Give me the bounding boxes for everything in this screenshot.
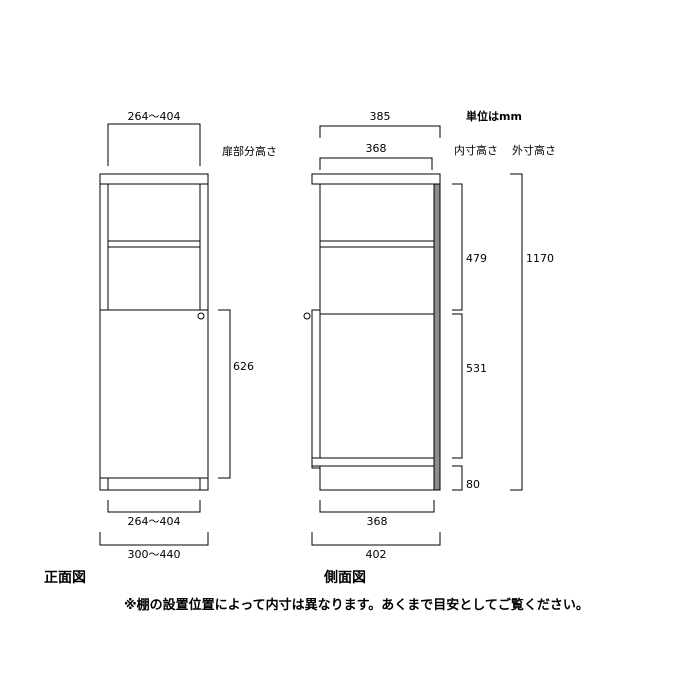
side-lower-height-bracket xyxy=(452,313,463,459)
front-inner-width-bracket xyxy=(107,500,201,513)
side-lower-inner-height: 531 xyxy=(466,362,487,375)
note-text: ※棚の設置位置によって内寸は異なります。あくまで目安としてご覧ください。 xyxy=(124,597,589,613)
side-view: 単位はmm 385 368 内寸高さ 外寸高さ 479 531 80 xyxy=(303,109,556,586)
side-bottom-outer-bracket xyxy=(311,532,441,546)
side-base-height-bracket xyxy=(452,465,463,491)
front-door-height-bracket xyxy=(218,309,231,479)
front-top-width: 264〜404 xyxy=(128,110,181,123)
side-shelf xyxy=(319,240,435,248)
side-upper-height-bracket xyxy=(452,183,463,311)
inner-height-label: 内寸高さ xyxy=(454,143,498,157)
side-bottom-inner-depth: 368 xyxy=(367,515,388,528)
side-top-board xyxy=(311,173,441,185)
side-top-outer-depth: 385 xyxy=(370,110,391,123)
side-view-title: 側面図 xyxy=(323,569,366,586)
front-top-board xyxy=(99,173,209,185)
side-bottom-outer-depth: 402 xyxy=(366,548,387,561)
side-bottom-board xyxy=(311,457,435,467)
side-top-outer-bracket xyxy=(319,125,441,138)
front-view-title: 正面図 xyxy=(44,570,86,586)
front-outer-width: 300〜440 xyxy=(128,548,181,561)
side-lower-interior xyxy=(319,313,435,459)
outer-height-label: 外寸高さ xyxy=(512,143,556,157)
side-total-height-bracket xyxy=(510,173,523,491)
side-back-panel xyxy=(433,183,441,491)
side-top-inner-depth: 368 xyxy=(366,142,387,155)
side-top-inner-bracket xyxy=(319,157,433,170)
unit-label: 単位はmm xyxy=(466,109,522,123)
front-top-width-bracket xyxy=(107,123,201,166)
front-shelf xyxy=(107,240,201,248)
side-base-height: 80 xyxy=(466,478,480,491)
side-upper-inner-height: 479 xyxy=(466,252,487,265)
side-bottom-inner-bracket xyxy=(319,500,435,513)
door-height-label: 扉部分高さ xyxy=(222,144,277,158)
front-door xyxy=(99,309,209,479)
front-inner-width: 264〜404 xyxy=(128,515,181,528)
side-door-knob-icon xyxy=(303,312,311,320)
front-view: 264〜404 扉部分高さ 626 264〜404 300〜440 正面図 xyxy=(44,110,277,586)
front-door-height: 626 xyxy=(233,360,254,373)
side-total-height: 1170 xyxy=(526,252,554,265)
front-outer-width-bracket xyxy=(99,532,209,546)
front-door-knob-icon xyxy=(197,312,205,320)
side-door-edge xyxy=(311,309,321,469)
